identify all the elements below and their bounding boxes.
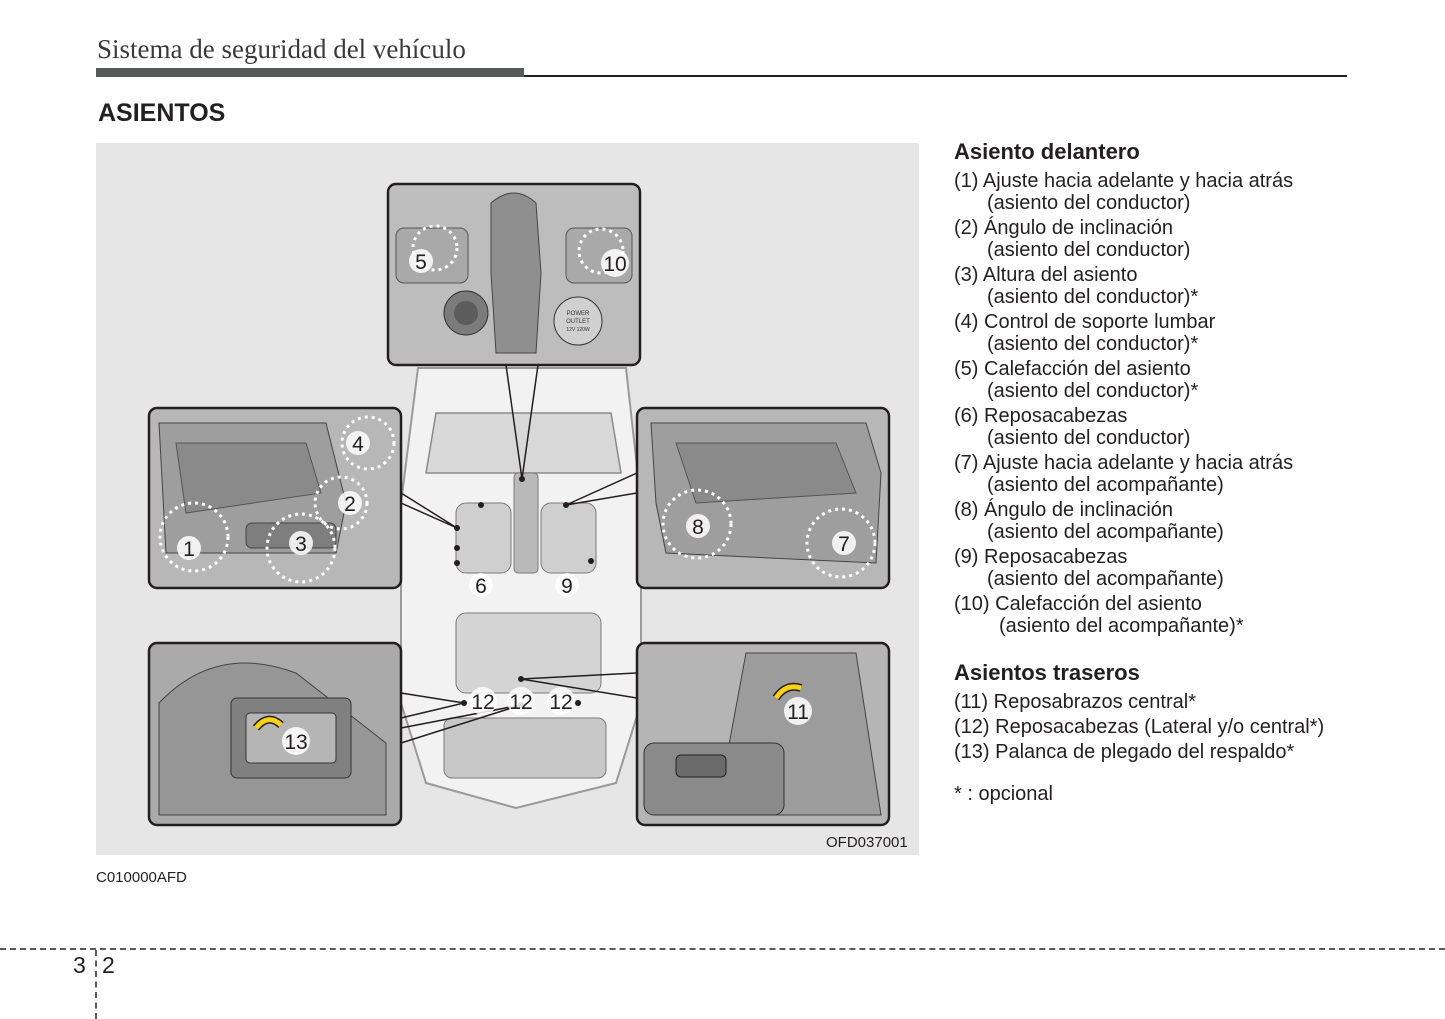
header-rule-thin: [524, 75, 1347, 77]
document-code: C010000AFD: [96, 869, 187, 886]
callout-11: 11: [784, 697, 812, 725]
inset-rear-armrest: [635, 641, 891, 827]
callout-4: 4: [346, 431, 370, 456]
callout-2-label: 2: [344, 493, 356, 516]
leader-lines: [400, 364, 638, 744]
list-item: (5) Calefacción del asiento(asiento del …: [954, 358, 1414, 402]
callout-13-label: 13: [284, 731, 307, 754]
list-item: (1) Ajuste hacia adelante y hacia atrás(…: [954, 170, 1414, 214]
power-outlet-label-3: 12V 120W: [566, 327, 590, 333]
header-rule-thick: [96, 68, 524, 77]
callout-5: 5: [409, 249, 433, 274]
list-item: (7) Ajuste hacia adelante y hacia atrás(…: [954, 452, 1414, 496]
callout-13: 13: [282, 727, 310, 755]
item-line1: (5) Calefacción del asiento: [954, 358, 1191, 380]
list-item: (3) Altura del asiento(asiento del condu…: [954, 264, 1414, 308]
callout-6-label: 6: [475, 575, 487, 598]
item-line2: (asiento del acompañante): [987, 568, 1224, 590]
list-item: (8) Ángulo de inclinación(asiento del ac…: [954, 499, 1414, 543]
item-line1: (4) Control de soporte lumbar: [954, 311, 1216, 333]
callout-2: 2: [338, 491, 362, 516]
callout-4-label: 4: [352, 433, 364, 456]
item-line1: (7) Ajuste hacia adelante y hacia atrás: [954, 452, 1294, 474]
item-line1: (6) Reposacabezas: [954, 405, 1128, 427]
item-line2: (asiento del conductor)*: [987, 286, 1199, 308]
item-line1: (2) Ángulo de inclinación: [954, 217, 1174, 239]
item-line2: (asiento del conductor)*: [987, 333, 1199, 355]
inset-driver-seat: [147, 406, 403, 590]
footer-rule: [0, 948, 1445, 950]
callout-7: 7: [832, 531, 856, 556]
callout-3: 3: [289, 531, 313, 556]
callout-10-label: 10: [603, 253, 626, 276]
rear-seat-heading: Asientos traseros: [954, 660, 1140, 685]
list-item: (13) Palanca de plegado del respaldo*: [954, 741, 1295, 763]
item-line2: (asiento del conductor): [987, 192, 1191, 214]
callout-1: 1: [177, 536, 201, 561]
callout-12-left: 12: [469, 687, 497, 715]
callout-8-label: 8: [692, 516, 704, 539]
item-line1: (9) Reposacabezas: [954, 546, 1128, 568]
callouts: 1 2 3 4 5 6 7 8 9 10 11 12 12 12 13: [177, 249, 856, 755]
item-line1: (8) Ángulo de inclinación: [954, 499, 1174, 521]
callout-12-center-label: 12: [509, 691, 532, 714]
list-item: (4) Control de soporte lumbar(asiento de…: [954, 311, 1414, 355]
callout-1-label: 1: [183, 538, 195, 561]
section-title: ASIENTOS: [98, 99, 226, 127]
item-line1: (1) Ajuste hacia adelante y hacia atrás: [954, 170, 1294, 192]
callout-12-center: 12: [507, 687, 535, 715]
list-item: (6) Reposacabezas(asiento del conductor): [954, 405, 1414, 449]
callout-5-label: 5: [415, 251, 427, 274]
inset-seatback-lever: [147, 641, 403, 827]
callout-12-right-label: 12: [549, 691, 572, 714]
list-item: (11) Reposabrazos central*: [954, 691, 1196, 713]
item-line1: (3) Altura del asiento: [954, 264, 1138, 286]
running-header: Sistema de seguridad del vehículo: [97, 34, 466, 64]
list-item: (10) Calefacción del asiento(asiento del…: [954, 593, 1414, 637]
item-line2: (asiento del conductor)*: [987, 380, 1199, 402]
item-line1: (10) Calefacción del asiento: [954, 593, 1202, 615]
figure-code: OFD037001: [826, 834, 908, 851]
page-number: 2: [102, 952, 115, 978]
seat-legend: Asiento delantero (1) Ajuste hacia adela…: [954, 138, 1414, 806]
callout-8: 8: [686, 514, 710, 539]
power-outlet-label-2: OUTLET: [566, 319, 590, 325]
list-item: (9) Reposacabezas(asiento del acompañant…: [954, 546, 1414, 590]
item-line2: (asiento del conductor): [987, 427, 1191, 449]
list-item: (12) Reposacabezas (Lateral y/o central*…: [954, 716, 1325, 738]
front-seat-heading: Asiento delantero: [954, 139, 1140, 164]
item-line2: (asiento del acompañante): [987, 521, 1224, 543]
list-item: (2) Ángulo de inclinación(asiento del co…: [954, 217, 1414, 261]
item-line2: (asiento del acompañante)*: [999, 615, 1244, 637]
callout-3-label: 3: [295, 533, 307, 556]
front-seat-list: (1) Ajuste hacia adelante y hacia atrás(…: [954, 170, 1414, 637]
callout-9-label: 9: [561, 575, 573, 598]
callout-11-label: 11: [787, 701, 809, 724]
inset-passenger-seat: [635, 406, 891, 590]
rear-seat-list: (11) Reposabrazos central* (12) Reposaca…: [954, 691, 1414, 763]
seat-controls-illustration: POWER OUTLET 12V 120W: [96, 143, 919, 855]
car-top-view: [400, 367, 642, 810]
chapter-number: 3: [73, 952, 86, 978]
item-line2: (asiento del acompañante): [987, 474, 1224, 496]
callout-9: 9: [555, 573, 579, 598]
callout-12-left-label: 12: [471, 691, 494, 714]
callout-10: 10: [601, 249, 629, 277]
illustration-svg: POWER OUTLET 12V 120W: [147, 182, 891, 827]
optional-note: * : opcional: [954, 783, 1053, 805]
callout-12-right: 12: [547, 687, 575, 715]
inset-center-console: POWER OUTLET 12V 120W: [386, 182, 642, 367]
power-outlet-label-1: POWER: [567, 311, 590, 317]
callout-7-label: 7: [838, 533, 850, 556]
item-line2: (asiento del conductor): [987, 239, 1191, 261]
footer-divider: [95, 950, 97, 1019]
callout-6: 6: [469, 573, 493, 598]
